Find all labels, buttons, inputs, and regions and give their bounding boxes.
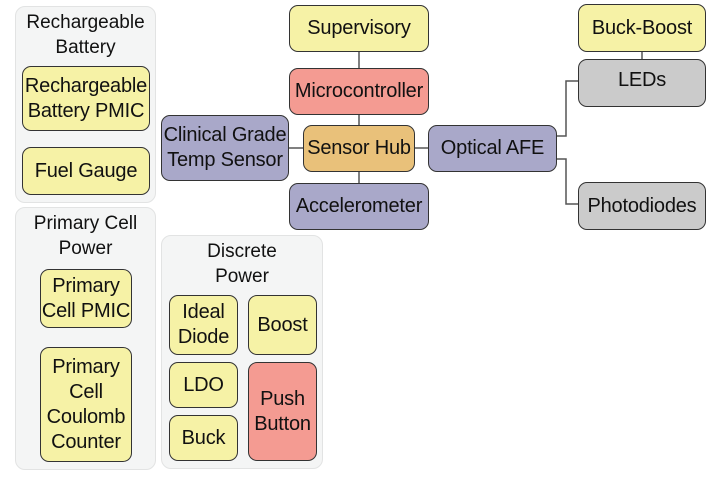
node-sensor-hub[interactable]: Sensor Hub [303, 125, 415, 172]
node-primary-cell-pmic[interactable]: Primary Cell PMIC [40, 269, 132, 328]
group-rechargeable-battery: Rechargeable Battery Rechargeable Batter… [15, 6, 156, 203]
node-rechargeable-battery-pmic[interactable]: Rechargeable Battery PMIC [22, 66, 150, 131]
node-microcontroller[interactable]: Microcontroller [289, 68, 429, 115]
group-primary-cell-power: Primary Cell Power Primary Cell PMIC Pri… [15, 207, 156, 470]
node-clinical-grade-temp-sensor[interactable]: Clinical Grade Temp Sensor [161, 115, 289, 181]
node-leds[interactable]: LEDs [578, 59, 706, 107]
edge-optical-afe-photodiodes [556, 158, 578, 205]
group-title-rechargeable-battery: Rechargeable Battery [26, 12, 145, 58]
node-primary-cell-coulomb-counter[interactable]: Primary Cell Coulomb Counter [40, 347, 132, 462]
node-buck[interactable]: Buck [169, 415, 238, 461]
node-buck-boost[interactable]: Buck-Boost [578, 4, 706, 52]
node-accelerometer[interactable]: Accelerometer [289, 183, 429, 230]
group-discrete-power: Discrete Power Ideal Diode Boost LDO Pus… [161, 235, 323, 469]
group-title-discrete-power: Discrete Power [207, 241, 277, 287]
node-photodiodes[interactable]: Photodiodes [578, 182, 706, 230]
node-push-button[interactable]: Push Button [248, 362, 317, 461]
node-supervisory[interactable]: Supervisory [289, 5, 429, 52]
edge-optical-afe-leds [556, 80, 578, 137]
node-ldo[interactable]: LDO [169, 362, 238, 408]
group-title-primary-cell-power: Primary Cell Power [33, 213, 138, 259]
node-fuel-gauge[interactable]: Fuel Gauge [22, 147, 150, 195]
node-boost[interactable]: Boost [248, 295, 317, 355]
node-optical-afe[interactable]: Optical AFE [428, 125, 557, 172]
node-ideal-diode[interactable]: Ideal Diode [169, 295, 238, 355]
